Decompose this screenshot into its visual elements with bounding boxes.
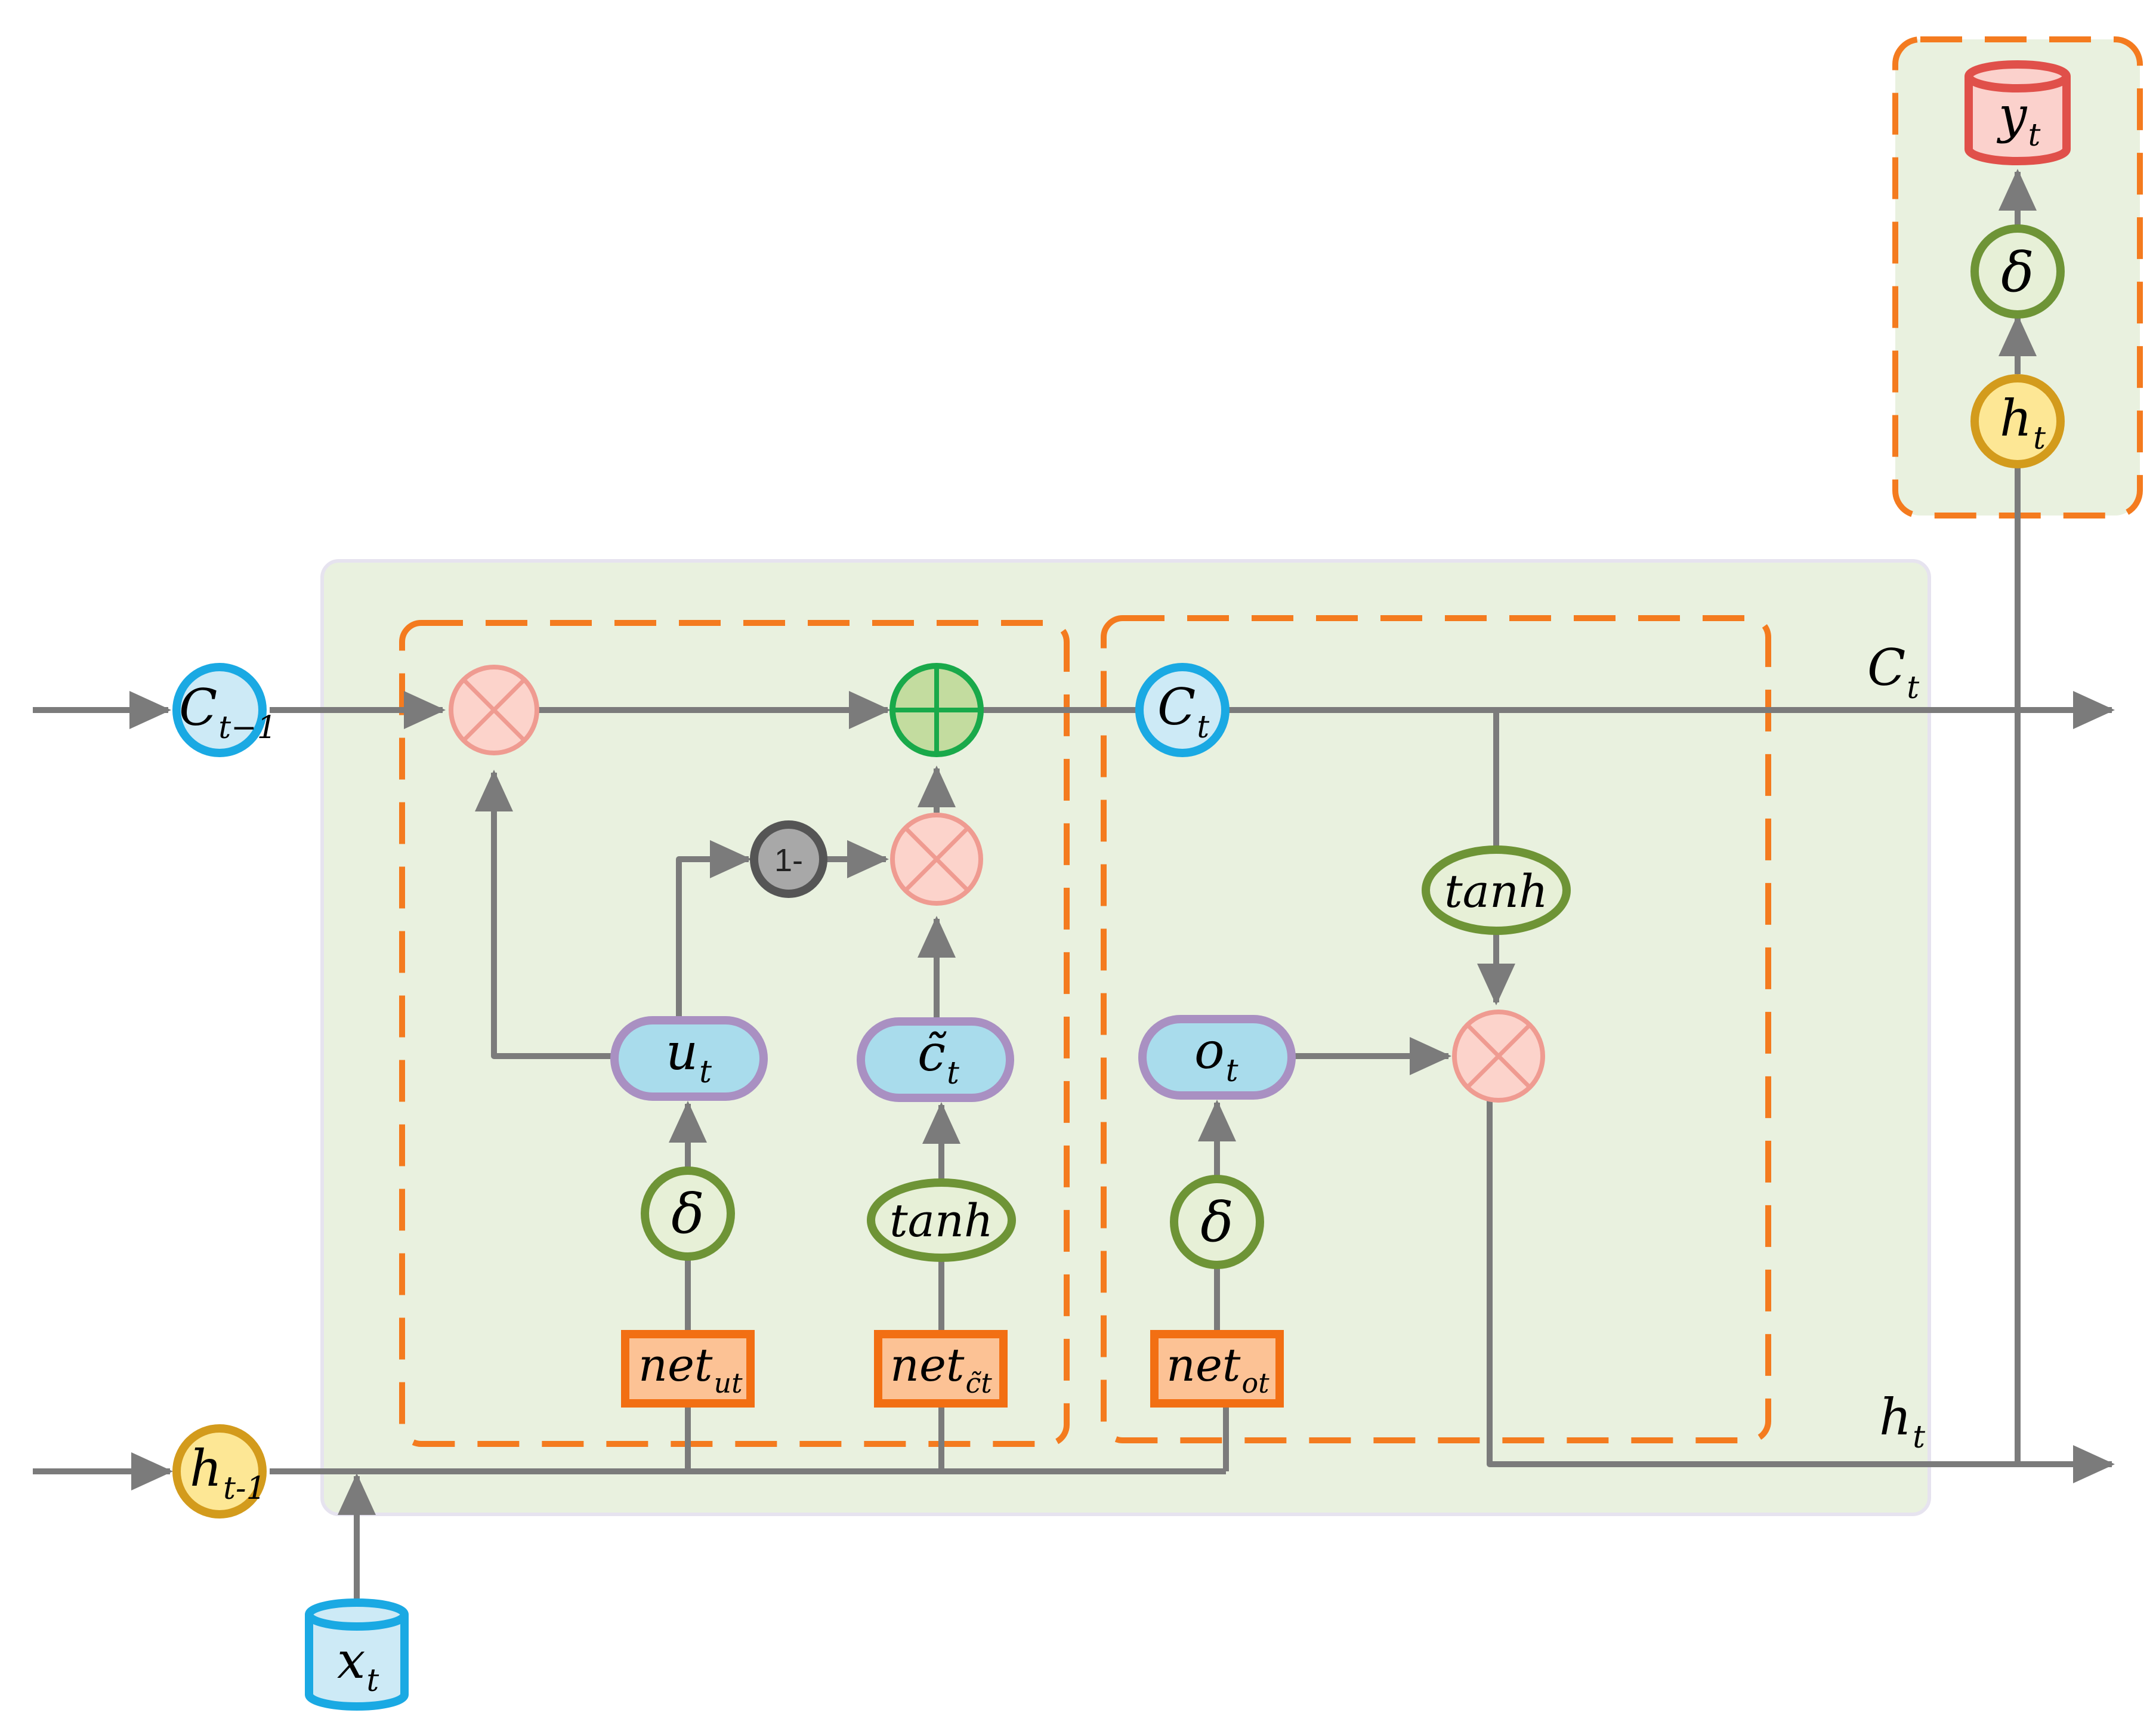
gate-o-node bbox=[1138, 1015, 1296, 1100]
sigma-o-node bbox=[1170, 1175, 1264, 1269]
tanh-o-label: tanh bbox=[1444, 865, 1548, 918]
hidden-h-label: ht bbox=[2000, 389, 2046, 456]
circle-plus-icon bbox=[889, 663, 984, 757]
net-o-label: netot bbox=[1166, 1338, 1269, 1399]
cell-state-label: Ct bbox=[1157, 678, 1209, 745]
output-block-border bbox=[1101, 615, 1771, 1443]
connections bbox=[33, 169, 2115, 1603]
arrow-mult-to-hout bbox=[1487, 1101, 2115, 1483]
candidate-node bbox=[857, 1017, 1014, 1102]
sigma-o-label: δ bbox=[1200, 1190, 1233, 1254]
arrow-ut-to-oneminus bbox=[676, 840, 752, 1020]
net-u-label: netut bbox=[638, 1338, 743, 1399]
gate-u-node bbox=[610, 1016, 768, 1101]
update-block-border bbox=[399, 620, 1070, 1447]
hidden-out-label: ht bbox=[1879, 1388, 1925, 1455]
tanh-c-node bbox=[867, 1178, 1016, 1262]
prev-hidden-label: ht-1 bbox=[190, 1439, 266, 1507]
tanh-o-node bbox=[1422, 845, 1571, 935]
output-y-cylinder-icon bbox=[1965, 60, 2071, 165]
hidden-h-node bbox=[1970, 374, 2065, 468]
cell-out-label: Ct bbox=[1867, 638, 1919, 706]
one-minus-node bbox=[750, 820, 827, 898]
input-x-cylinder-icon bbox=[305, 1598, 409, 1711]
circle-times-icon bbox=[449, 665, 539, 755]
gate-u-label: ut bbox=[666, 1023, 712, 1090]
candidate-label: c̃t bbox=[918, 1024, 959, 1091]
prev-cell-node bbox=[172, 663, 267, 757]
net-o-node bbox=[1150, 1330, 1284, 1408]
gate-o-label: ot bbox=[1194, 1021, 1238, 1089]
input-x-label: xt bbox=[337, 1631, 379, 1699]
circle-times-icon bbox=[890, 813, 983, 906]
cell-panel bbox=[320, 559, 1931, 1516]
cell-state-node bbox=[1135, 663, 1230, 757]
net-u-node bbox=[621, 1330, 755, 1408]
net-c-node bbox=[874, 1330, 1008, 1408]
output-y-label: yt bbox=[1996, 86, 2040, 153]
prev-cell-label: Ct−1 bbox=[179, 678, 277, 746]
sigma-u-label: δ bbox=[671, 1182, 704, 1246]
arrow-ut-to-mult bbox=[475, 770, 611, 1059]
sigma-y-label: δ bbox=[2001, 240, 2034, 304]
circle-times-icon bbox=[1452, 1010, 1545, 1103]
one-minus-label: 1- bbox=[774, 842, 803, 878]
prev-hidden-node bbox=[172, 1424, 267, 1519]
sigma-u-node bbox=[641, 1166, 735, 1261]
tanh-c-label: tanh bbox=[889, 1194, 993, 1247]
net-c-label: netc̃t bbox=[890, 1338, 992, 1399]
sigma-y-node bbox=[1970, 224, 2065, 319]
